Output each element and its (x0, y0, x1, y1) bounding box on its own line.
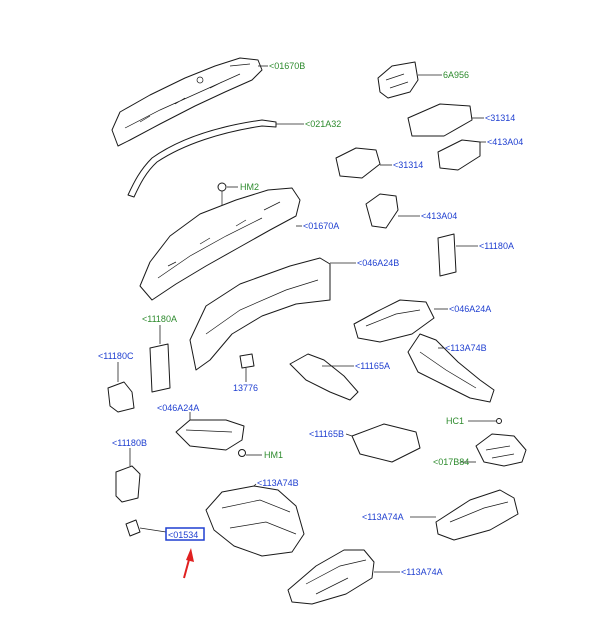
part-13776 (239, 353, 255, 369)
part-01670A (139, 187, 301, 301)
part-413A04-lower (365, 193, 399, 229)
label-6A956[interactable]: 6A956 (443, 70, 469, 80)
part-HC1 (496, 418, 502, 424)
label-113A74A-bottom[interactable]: <113A74A (401, 567, 443, 577)
label-11180C[interactable]: <11180C (98, 351, 134, 361)
part-113A74B-bottom (205, 485, 305, 557)
part-6A956 (377, 61, 419, 99)
part-046A24A-right (353, 299, 435, 343)
part-017B84 (475, 433, 527, 467)
part-HM1 (238, 449, 246, 457)
part-11180B (115, 465, 141, 503)
highlight-box (165, 527, 205, 541)
label-01670B[interactable]: <01670B (269, 61, 305, 71)
part-113A74A-right (435, 489, 519, 541)
label-HM2[interactable]: HM2 (240, 182, 259, 192)
label-11165A[interactable]: <11165A (355, 361, 390, 371)
part-01534 (125, 519, 141, 537)
label-31314-lower[interactable]: <31314 (393, 160, 423, 170)
label-31314-upper[interactable]: <31314 (485, 113, 515, 123)
label-046A24A-right[interactable]: <046A24A (449, 304, 491, 314)
label-01670A[interactable]: <01670A (303, 221, 339, 231)
label-113A74B-bottom[interactable]: <113A74B (257, 478, 299, 488)
label-021A32[interactable]: <021A32 (305, 119, 341, 129)
part-113A74B-right (407, 333, 495, 403)
label-HC1[interactable]: HC1 (446, 416, 464, 426)
label-11165B[interactable]: <11165B (309, 429, 344, 439)
label-113A74B-right[interactable]: <113A74B (445, 343, 487, 353)
part-021A32 (127, 119, 277, 198)
label-11180A-right[interactable]: <11180A (479, 241, 514, 251)
arrow-indicator (183, 548, 194, 579)
part-11180A-right (437, 233, 457, 277)
label-046A24B[interactable]: <046A24B (357, 258, 399, 268)
label-046A24A-left[interactable]: <046A24A (157, 403, 199, 413)
label-11180B[interactable]: <11180B (112, 438, 147, 448)
label-01534[interactable]: <01534 (168, 530, 198, 540)
label-413A04-upper[interactable]: <413A04 (487, 137, 523, 147)
part-046A24A-left (175, 419, 245, 451)
part-11180C (107, 381, 135, 413)
part-113A74A-bottom (287, 549, 375, 605)
part-11165B (351, 423, 421, 463)
part-31314-lower (335, 147, 381, 179)
label-113A74A-right[interactable]: <113A74A (362, 512, 404, 522)
label-017B84[interactable]: <017B84 (433, 457, 469, 467)
part-11165A (289, 353, 359, 401)
part-01670B (111, 57, 263, 147)
label-11180A-left[interactable]: <11180A (142, 314, 177, 324)
label-HM1[interactable]: HM1 (264, 450, 283, 460)
part-413A04-upper (437, 139, 481, 171)
label-413A04-lower[interactable]: <413A04 (421, 211, 457, 221)
part-31314-upper (407, 103, 473, 137)
label-13776[interactable]: 13776 (233, 383, 258, 393)
part-046A24B (189, 257, 331, 371)
part-11180A-left (149, 343, 171, 393)
